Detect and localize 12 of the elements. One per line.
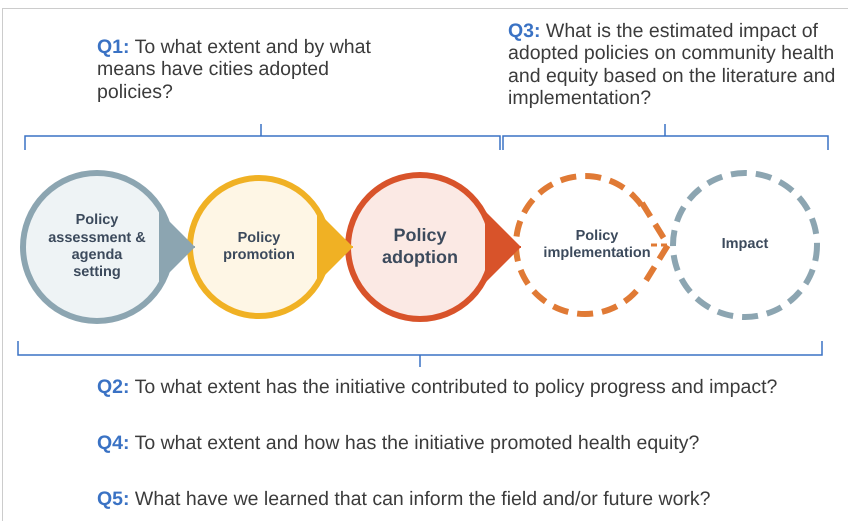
question-text: Q4: To what extent and how has the initiative promoted health equity? [97,432,700,454]
stage-label: Policy adoption [381,225,459,269]
stage-label: Policy implementation [542,228,652,262]
arrow [159,211,195,283]
question-text: Q2: To what extent has the initiative contributed to policy progress and impact? [97,376,778,398]
question-text: Q5: What have we learned that can inform the field and/or future work? [97,488,712,510]
question-text: Q1: To what extent and by what means have cities adopted policies? [97,36,372,104]
stage-label: Policy assessment & agenda setting [47,212,147,282]
question-text: Q3: What is the estimated impact of adopted policies on community health and equity based on the literature and implementation? [508,20,836,110]
stage-label: Impact [722,236,768,254]
arrow [485,211,521,283]
stage-label: Policy promotion [222,230,296,264]
